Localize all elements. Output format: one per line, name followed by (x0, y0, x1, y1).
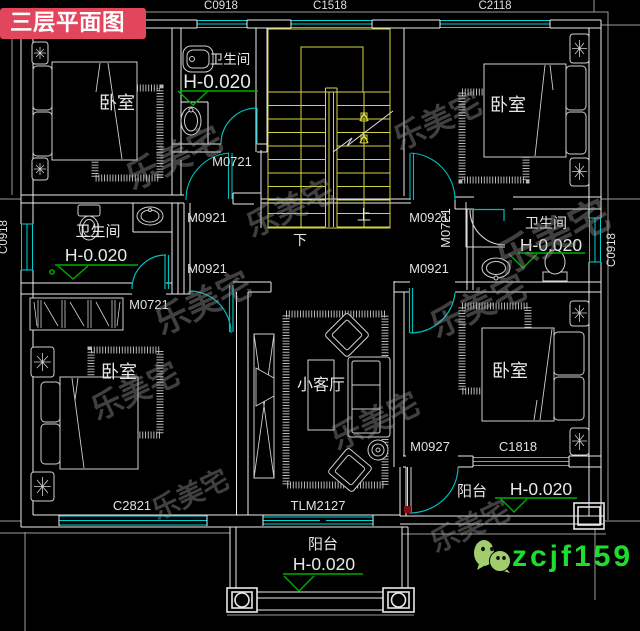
svg-text:C1518: C1518 (313, 0, 347, 12)
svg-text:M0927: M0927 (410, 439, 450, 454)
svg-text:阳台: 阳台 (457, 483, 487, 500)
svg-text:H-0.020: H-0.020 (520, 235, 583, 255)
svg-text:M0721: M0721 (212, 154, 252, 169)
svg-text:M0721: M0721 (438, 208, 453, 248)
svg-text:C2118: C2118 (478, 0, 511, 12)
svg-text:M0921: M0921 (187, 261, 227, 276)
svg-text:上: 上 (357, 207, 371, 223)
svg-text:阳台: 阳台 (308, 536, 338, 553)
svg-text:卫生间: 卫生间 (525, 215, 567, 231)
svg-text:C0918: C0918 (606, 233, 618, 267)
svg-text:卧室: 卧室 (99, 93, 135, 113)
svg-text:M0721: M0721 (129, 297, 169, 312)
svg-text:小客厅: 小客厅 (297, 376, 345, 394)
svg-text:H-0.020: H-0.020 (510, 479, 573, 499)
svg-text:卧室: 卧室 (490, 95, 526, 115)
svg-text:卧室: 卧室 (101, 362, 137, 382)
svg-text:C0918: C0918 (0, 220, 10, 254)
svg-text:TLM2127: TLM2127 (291, 498, 346, 513)
svg-text:H-0.020: H-0.020 (65, 245, 128, 265)
svg-text:H-0.020: H-0.020 (183, 72, 251, 93)
svg-text:M0921: M0921 (409, 210, 449, 225)
svg-text:M0921: M0921 (187, 210, 227, 225)
svg-text:H-0.020: H-0.020 (293, 554, 356, 574)
svg-text:zcjf159: zcjf159 (512, 540, 633, 573)
svg-text:卫生间: 卫生间 (210, 52, 251, 67)
svg-text:C2821: C2821 (113, 498, 151, 513)
svg-text:C1818: C1818 (499, 439, 537, 454)
svg-text:M0921: M0921 (409, 261, 449, 276)
svg-text:三层平面图: 三层平面图 (10, 10, 125, 35)
svg-text:卧室: 卧室 (492, 361, 528, 381)
svg-text:C0918: C0918 (204, 0, 238, 12)
svg-text:下: 下 (293, 232, 307, 248)
svg-text:卫生间: 卫生间 (75, 223, 120, 240)
